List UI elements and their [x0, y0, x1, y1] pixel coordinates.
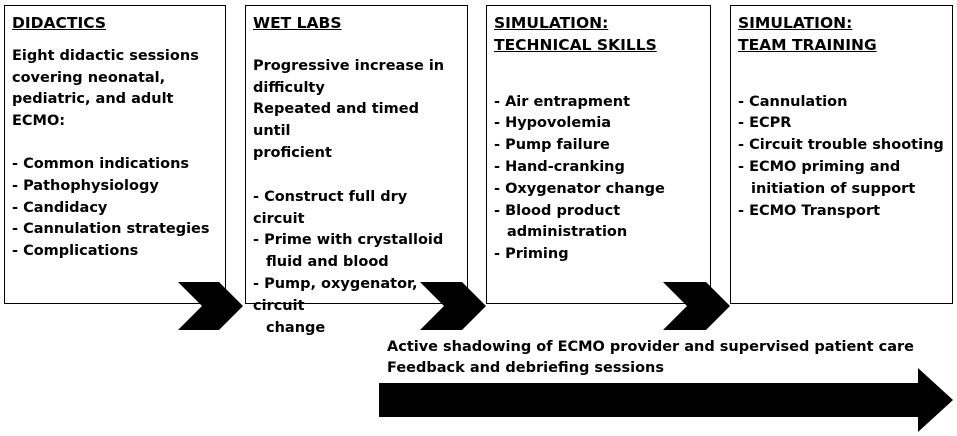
list-item: - Priming — [494, 246, 569, 263]
stage-item-list: - Common indications - Pathophysiology -… — [12, 154, 219, 263]
list-item: - Pump, oxygenator, circuit change — [253, 275, 418, 336]
stage-item-list: - Construct full dry circuit - Prime wit… — [253, 187, 461, 340]
stage-box-wet-labs: WET LABS Progressive increase in difficu… — [245, 5, 468, 336]
stage-box-technical-skills: SIMULATION: TECHNICAL SKILLS - Air entra… — [486, 5, 711, 304]
list-item: - ECPR — [738, 115, 792, 132]
feedback-text: Feedback and debriefing sessions — [387, 360, 665, 376]
stage-title: SIMULATION: TEAM TRAINING — [738, 13, 946, 57]
stage-item-list: - Cannulation - ECPR - Circuit trouble s… — [738, 92, 946, 223]
stage-box-team-training: SIMULATION: TEAM TRAINING - Cannulation … — [730, 5, 953, 304]
stage-intro-secondary: Repeated and timed until proficient — [253, 99, 461, 164]
intro-line: Progressive increase in — [253, 57, 445, 74]
stage-intro: Eight didactic sessions covering neonata… — [12, 46, 219, 133]
intro-line: covering neonatal, — [12, 69, 166, 86]
stage-title-line: TEAM TRAINING — [738, 35, 877, 54]
list-item: - Hypovolemia — [494, 115, 612, 132]
stage-title: WET LABS — [253, 13, 461, 35]
list-item: - Blood product administration — [494, 202, 628, 241]
list-item: - ECMO priming and initiation of support — [738, 158, 916, 197]
list-item: - Circuit trouble shooting — [738, 137, 944, 154]
intro-line: Repeated and timed until — [253, 101, 419, 140]
stage-title-line: TECHNICAL SKILLS — [494, 35, 657, 54]
intro-line: pediatric, and adult — [12, 91, 174, 108]
intro-line: proficient — [253, 144, 332, 161]
list-item: - Cannulation strategies — [12, 221, 210, 238]
shadowing-text: Active shadowing of ECMO provider and su… — [387, 339, 914, 355]
intro-line: Eight didactic sessions — [12, 47, 199, 64]
list-item: - Prime with crystalloid fluid and blood — [253, 232, 444, 271]
list-item: - ECMO Transport — [738, 202, 881, 219]
stage-item-list: - Air entrapment - Hypovolemia - Pump fa… — [494, 92, 704, 266]
stage-title: SIMULATION: TECHNICAL SKILLS — [494, 13, 704, 57]
stage-title-line: SIMULATION: — [738, 14, 853, 32]
list-item: - Pump failure — [494, 137, 610, 154]
list-item: - Construct full dry circuit — [253, 188, 408, 227]
stage-title-line: DIDACTICS — [12, 14, 107, 32]
stage-title: DIDACTICS — [12, 13, 219, 35]
list-item: - Air entrapment — [494, 93, 631, 110]
list-item: - Candidacy — [12, 199, 108, 216]
stage-box-didactics: DIDACTICS Eight didactic sessions coveri… — [4, 5, 226, 304]
list-item: - Cannulation — [738, 93, 848, 110]
list-item: - Hand-cranking — [494, 158, 625, 175]
list-item: - Oxygenator change — [494, 180, 665, 197]
stage-title-line: WET LABS — [253, 14, 342, 32]
stage-intro: Progressive increase in difficulty — [253, 56, 461, 100]
list-item: - Common indications — [12, 155, 190, 172]
intro-line: difficulty — [253, 79, 325, 96]
list-item: - Complications — [12, 243, 139, 260]
intro-line: ECMO: — [12, 113, 66, 130]
stage-title-line: SIMULATION: — [494, 14, 609, 32]
list-item: - Pathophysiology — [12, 177, 159, 194]
